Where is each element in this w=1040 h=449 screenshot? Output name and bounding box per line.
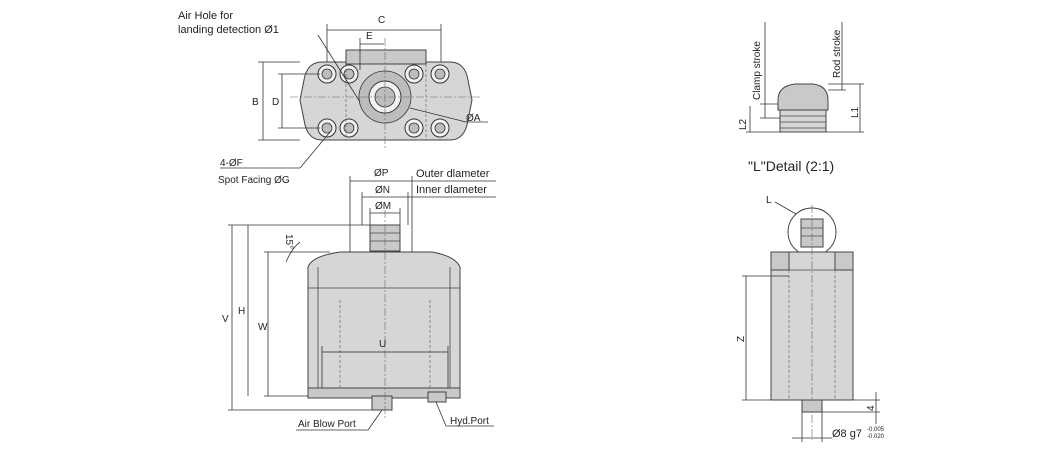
dim-m-label: ØM	[375, 201, 391, 212]
inner-diameter-label: Inner dlameter	[416, 184, 487, 196]
dim-p-label: ØP	[374, 168, 389, 179]
rod-stroke-label: Rod stroke	[832, 29, 843, 78]
dim-a-label: ØA	[466, 113, 481, 124]
side-view-corner-right	[834, 251, 854, 271]
mount-hole-tr-inner	[408, 68, 420, 80]
dim-z-label: Z	[736, 336, 747, 342]
outer-diameter-label: Outer dlameter	[416, 168, 490, 180]
air-blow-port	[371, 395, 393, 411]
dim-c-label: C	[378, 15, 385, 26]
mount-hole-tr2-inner	[434, 68, 446, 80]
mount-hole-tl-inner	[321, 68, 333, 80]
air-hole-label-line1: Air Hole for	[178, 10, 233, 22]
dim-w-label: W	[258, 322, 268, 333]
dim-l1-label: L1	[850, 106, 861, 118]
dim-e-label: E	[366, 31, 373, 42]
mount-hole-bl-inner	[321, 122, 333, 134]
dim-d-label: D	[272, 97, 279, 108]
shaft-tol-lower: -0.020	[867, 434, 885, 440]
mount-hole-tl2-inner	[343, 68, 355, 80]
dim-l2-label: L2	[738, 118, 749, 130]
top-view: C E B D ØA Air Hole for landing detectio…	[178, 10, 488, 186]
dim-h-label: H	[238, 306, 245, 317]
dim-u-label: U	[379, 339, 386, 350]
dim-v-label: V	[222, 314, 229, 325]
shaft-label: Ø8 g7	[832, 428, 862, 440]
shaft-tol-upper: -0.005	[867, 427, 885, 433]
spot-facing-label: Spot Facing ØG	[218, 175, 290, 186]
side-view-corner-left	[770, 251, 790, 271]
detail-marker-label: L	[766, 195, 772, 206]
hole-count-label: 4-ØF	[220, 158, 243, 169]
side-view-pin	[801, 399, 823, 413]
detail-rod-shaft	[779, 109, 827, 133]
dim-4-label: 4	[866, 405, 877, 411]
front-view: ØP ØN ØM Outer dlameter Inner dlameter 1…	[222, 168, 496, 431]
dim-n-label: ØN	[375, 185, 390, 196]
hyd-port-label: Hyd.Port	[450, 416, 489, 427]
clamp-stroke-label: Clamp stroke	[752, 41, 763, 100]
hyd-port	[427, 391, 447, 403]
detail-title: "L"Detail (2:1)	[748, 158, 834, 174]
air-blow-port-label: Air Blow Port	[298, 419, 356, 430]
side-view: L Z 4 Ø8 g7 -0.005 -0.020	[736, 195, 885, 442]
mount-hole-br-inner	[408, 122, 420, 134]
front-view-body	[307, 251, 461, 397]
dim-b-label: B	[252, 97, 259, 108]
top-view-boss	[345, 49, 427, 65]
angle-label: 15°	[283, 234, 294, 249]
detail-view: Clamp stroke Rod stroke L2 L1 "L"Detail …	[738, 22, 864, 174]
detail-rod-head	[777, 83, 829, 111]
mount-hole-br2-inner	[434, 122, 446, 134]
air-hole-label-line2: landing detection Ø1	[178, 24, 279, 36]
mount-hole-bl2-inner	[343, 122, 355, 134]
